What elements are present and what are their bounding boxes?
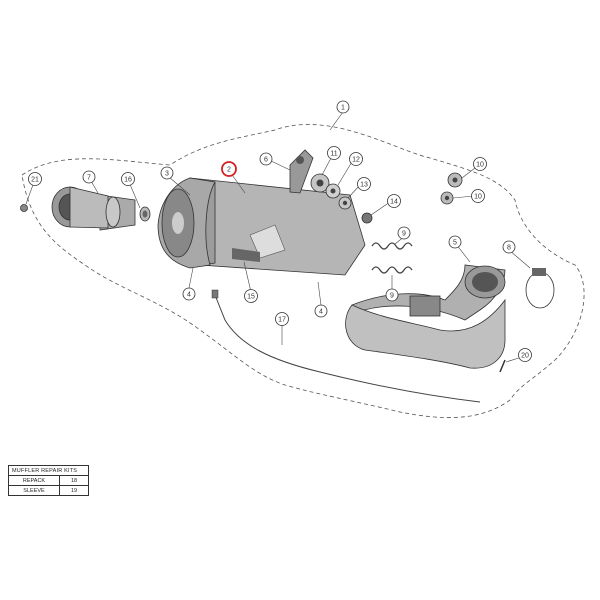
part-3-front-cap <box>157 177 216 269</box>
callout-15-label: 15 <box>247 294 255 301</box>
kit-name-cell: SLEEVE <box>8 485 60 496</box>
callout-9-lower: 9 <box>385 288 399 302</box>
part-5-link-pipe <box>345 264 506 369</box>
callout-7: 7 <box>82 170 96 184</box>
callout-7-label: 7 <box>87 175 91 182</box>
kit-table-header-row: MUFFLER REPAIR KITS <box>8 465 89 476</box>
part-6-bracket <box>289 149 314 194</box>
kit-number-cell: 18 <box>59 475 89 486</box>
callout-9-upper: 9 <box>397 226 411 240</box>
callout-12-label: 12 <box>352 157 360 164</box>
callout-9-upper-label: 9 <box>402 231 406 238</box>
callout-4-right-label: 4 <box>319 309 323 316</box>
callout-3: 3 <box>160 166 174 180</box>
callout-11: 11 <box>327 146 341 160</box>
callout-12: 12 <box>349 152 363 166</box>
callout-2-highlighted: 2 <box>221 161 237 177</box>
part-10-washer-upper <box>447 172 463 188</box>
part-11-washer <box>310 173 330 193</box>
part-17-sensor-wire <box>211 289 481 403</box>
kit-name-cell: REPACK <box>8 475 60 486</box>
part-13-washer <box>338 196 352 210</box>
part-20-hanger-bolt <box>499 359 506 373</box>
callout-5: 5 <box>448 235 462 249</box>
callout-2-label: 2 <box>227 167 231 174</box>
callout-1-label: 1 <box>341 105 345 112</box>
callout-15: 15 <box>244 289 258 303</box>
callout-6-label: 6 <box>264 157 268 164</box>
part-12-bushing <box>325 183 341 199</box>
part-7-end-cap <box>51 186 136 231</box>
callout-17-label: 17 <box>278 317 286 324</box>
callout-4-right: 4 <box>314 304 328 318</box>
part-16-gasket <box>139 206 151 222</box>
callout-20: 20 <box>518 348 532 362</box>
callout-4-left-label: 4 <box>187 292 191 299</box>
callout-16: 16 <box>121 172 135 186</box>
callout-4-left: 4 <box>182 287 196 301</box>
part-9-spring-lower <box>371 266 413 274</box>
part-9-spring-upper <box>371 242 413 250</box>
callout-6: 6 <box>259 152 273 166</box>
callout-10-lower: 10 <box>471 189 485 203</box>
callout-13: 13 <box>357 177 371 191</box>
callout-21-label: 21 <box>31 177 39 184</box>
callout-10-lower-label: 10 <box>474 194 482 201</box>
callout-10-upper: 10 <box>473 157 487 171</box>
callout-14: 14 <box>387 194 401 208</box>
callout-1: 1 <box>336 100 350 114</box>
callout-8-label: 8 <box>507 245 511 252</box>
callout-8: 8 <box>502 240 516 254</box>
muffler-repair-kits-table: MUFFLER REPAIR KITS REPACK 18 SLEEVE 19 <box>8 465 89 496</box>
callout-11-label: 11 <box>330 151 337 158</box>
assembly-boundary <box>21 124 585 418</box>
callout-21: 21 <box>28 172 42 186</box>
callout-10-upper-label: 10 <box>476 162 484 169</box>
callout-9-lower-label: 9 <box>390 293 394 300</box>
callout-14-label: 14 <box>390 199 398 206</box>
part-14-nut <box>361 212 373 224</box>
callout-5-label: 5 <box>453 240 457 247</box>
callout-13-label: 13 <box>360 182 368 189</box>
callout-16-label: 16 <box>124 177 132 184</box>
callout-3-label: 3 <box>165 171 169 178</box>
part-8-clamp <box>525 268 555 309</box>
kit-table-row: SLEEVE 19 <box>8 485 89 496</box>
kit-table-row: REPACK 18 <box>8 475 89 486</box>
callout-17: 17 <box>275 312 289 326</box>
kit-number-cell: 19 <box>59 485 89 496</box>
kit-table-title: MUFFLER REPAIR KITS <box>8 465 89 476</box>
callout-20-label: 20 <box>521 353 529 360</box>
part-21-bolt <box>20 204 28 212</box>
part-10-washer-lower <box>440 191 454 205</box>
